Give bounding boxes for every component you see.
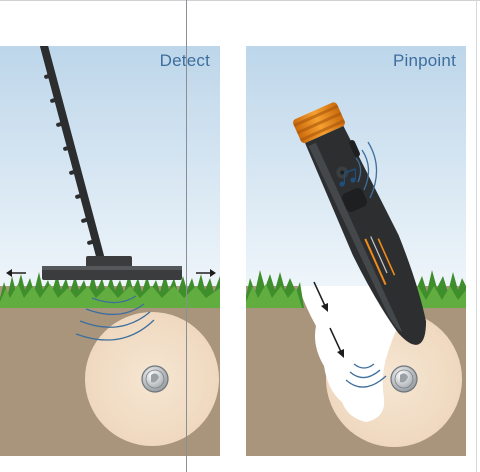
detector-shaft: [40, 46, 104, 260]
pinpoint-illustration: [246, 46, 466, 456]
detect-illustration: [0, 46, 220, 456]
pinpointer-tool: [293, 102, 427, 345]
grass-left-highlight: [246, 284, 302, 308]
coin-icon: [390, 365, 418, 393]
dug-hole: [298, 286, 408, 422]
detection-waves: [345, 363, 387, 388]
pinpoint-panel: Pinpoint: [246, 46, 466, 456]
arrow-right-icon: [196, 269, 216, 277]
detection-waves: [75, 295, 155, 341]
grass-highlight: [0, 284, 220, 308]
arrow-down-icon: [313, 281, 344, 358]
arrow-left-icon: [6, 269, 26, 277]
sound-waves: [355, 141, 378, 199]
cursor-guide-line: [186, 0, 187, 472]
music-notes-icon: [339, 168, 357, 187]
detect-title: Detect: [159, 51, 210, 70]
detect-panel: Detect: [0, 46, 220, 456]
detector-coil: [42, 256, 182, 280]
sky: [0, 46, 220, 286]
pinpoint-title: Pinpoint: [392, 51, 456, 70]
frame-right-line: [476, 0, 477, 472]
frame-top-line: [0, 0, 480, 1]
coin-icon: [141, 365, 169, 393]
